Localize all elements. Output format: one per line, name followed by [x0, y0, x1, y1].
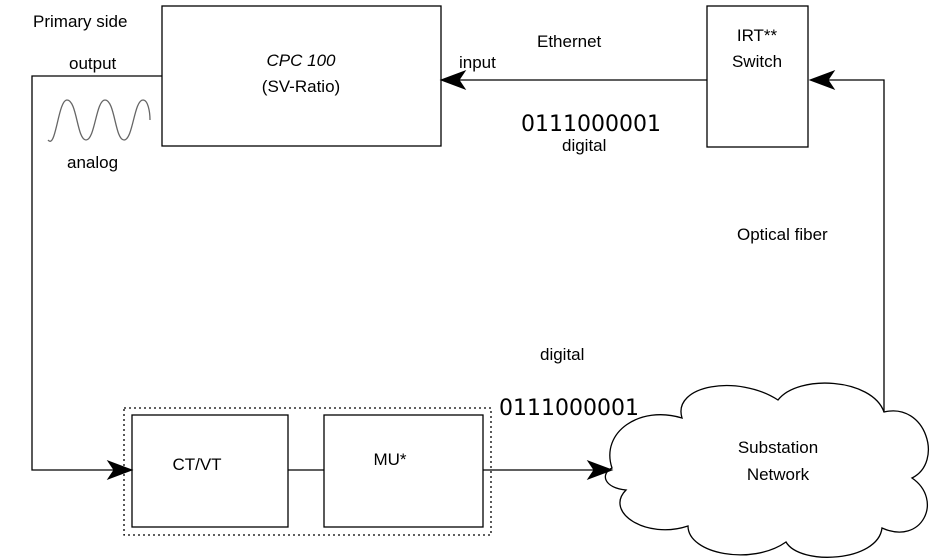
- primary-side-label: Primary side: [33, 12, 127, 31]
- ctvt-input-arrowhead: [106, 459, 134, 481]
- analog-sine-wave-icon: [47, 99, 151, 142]
- optical-fiber-label: Optical fiber: [737, 225, 828, 244]
- substation-network-label-line2: Network: [747, 465, 810, 484]
- digital-bits-top: 0111000001: [521, 112, 661, 137]
- irt-switch-label-line1: IRT**: [737, 26, 778, 45]
- ethernet-label: Ethernet: [537, 32, 602, 51]
- digital-label-bottom: digital: [540, 345, 584, 364]
- mu-block: [323, 414, 484, 528]
- substation-network-cloud: [604, 382, 929, 558]
- irt-switch-label-line2: Switch: [732, 52, 782, 71]
- cpc-100-title: CPC 100: [267, 51, 337, 70]
- digital-label-top: digital: [562, 136, 606, 155]
- irt-switch-block: [706, 5, 809, 148]
- digital-bits-bottom: 0111000001: [499, 396, 639, 421]
- cpc-input-arrowhead: [439, 69, 467, 91]
- ctvt-block: [131, 414, 289, 528]
- cpc-100-block: [161, 5, 442, 147]
- mu-label: MU*: [373, 450, 406, 469]
- output-label: output: [69, 54, 117, 73]
- network-input-arrowhead: [586, 459, 614, 481]
- cpc-100-subtitle: (SV-Ratio): [262, 77, 340, 96]
- analog-output-line: [31, 75, 162, 471]
- ctvt-label: CT/VT: [172, 455, 221, 474]
- substation-network-label-line1: Substation: [738, 438, 818, 457]
- irt-switch-input-arrowhead: [808, 69, 836, 91]
- analog-label: analog: [67, 153, 118, 172]
- ctvt-mu-group-outline: [123, 407, 492, 536]
- input-label: input: [459, 53, 496, 72]
- optical-fiber-line: [826, 79, 885, 412]
